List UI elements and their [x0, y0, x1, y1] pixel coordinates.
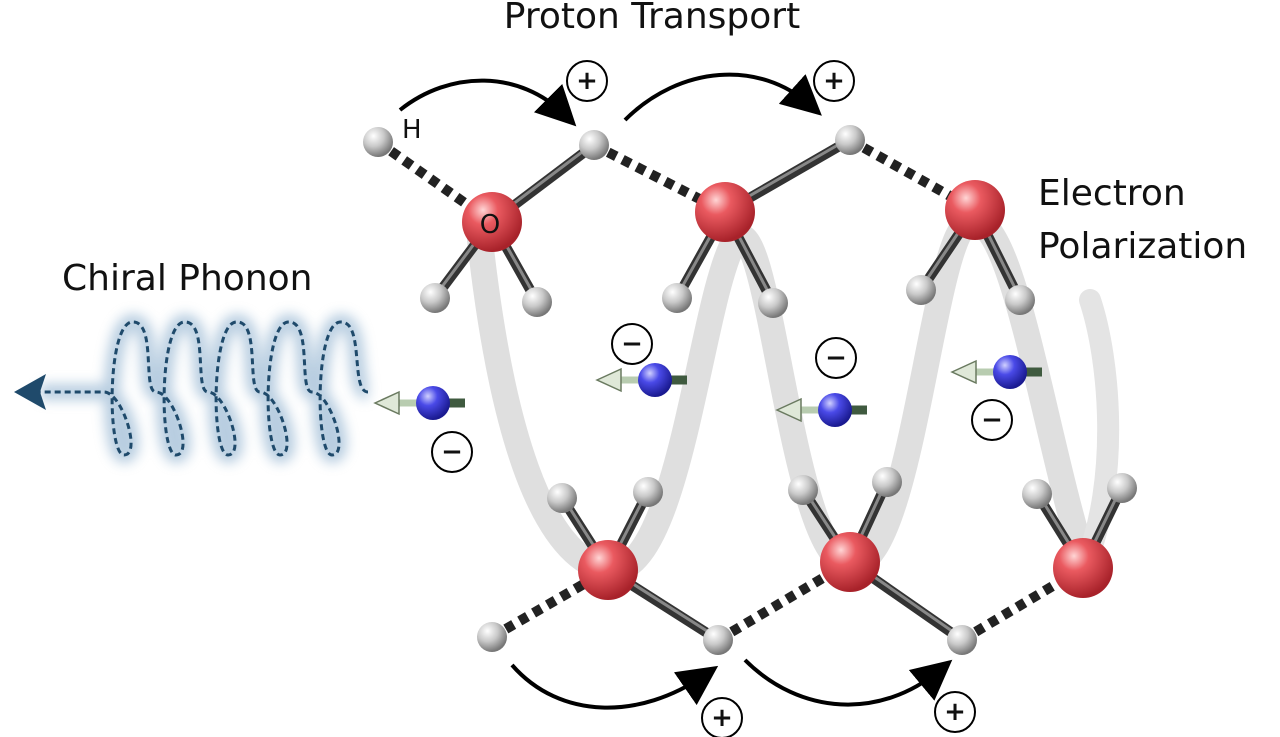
- oxygen-atom: [462, 192, 522, 252]
- plus-charge: +: [823, 66, 845, 96]
- hydrogen-atom: [835, 125, 865, 155]
- charge-signs: + + + + − − − −: [431, 60, 1013, 737]
- minus-charge-circle: [971, 399, 1013, 441]
- label-oxygen: O: [480, 210, 500, 240]
- curved-arrow-icon: [510, 663, 719, 710]
- chiral-phonon-wave: [14, 314, 371, 464]
- electron-spin-arrow-icon: [950, 359, 977, 385]
- proton-hop-arrows: [398, 72, 953, 710]
- minus-charge-circle: [815, 337, 857, 379]
- electron: [818, 393, 852, 427]
- hydrogen-atom: [703, 625, 733, 655]
- plus-charge: +: [711, 703, 733, 733]
- minus-charge-circle: [431, 431, 473, 473]
- curved-arrow-icon: [743, 658, 953, 707]
- minus-charge: −: [621, 329, 643, 359]
- plus-charge-circle: [813, 60, 855, 102]
- hydrogen-atom: [477, 622, 507, 652]
- hydrogen-atom: [579, 130, 609, 160]
- electron: [993, 355, 1027, 389]
- plus-charge-circle: [701, 697, 743, 737]
- hydrogen-atom: [1005, 285, 1035, 315]
- phonon-glow: [40, 314, 371, 464]
- hydrogen-bond: [591, 140, 728, 217]
- hydrogen-atom: [420, 283, 450, 313]
- minus-charge-circle: [611, 323, 653, 365]
- hydrogen-atom: [947, 625, 977, 655]
- hydrogen-atom: [906, 275, 936, 305]
- plus-charge: +: [576, 66, 598, 96]
- plus-charge-circle: [934, 691, 976, 733]
- atoms: O: [363, 125, 1137, 655]
- electron-spin-arrow-icon: [595, 367, 622, 393]
- hydrogen-atom: [1107, 473, 1137, 503]
- hydrogen-atom: [872, 467, 902, 497]
- hydrogen-atom: [547, 483, 577, 513]
- title-proton-transport: Proton Transport: [504, 0, 800, 37]
- oxygen-atom: [945, 180, 1005, 240]
- curved-arrow-icon: [398, 78, 577, 127]
- electron: [638, 363, 672, 397]
- label-hydrogen: H: [402, 115, 422, 145]
- hydrogen-atom: [522, 287, 552, 317]
- hydrogen-atom: [758, 288, 788, 318]
- oxygen-atom: [1053, 538, 1113, 598]
- plus-charge: +: [944, 697, 966, 727]
- phonon-arrow-head: [14, 374, 46, 410]
- minus-charge: −: [825, 343, 847, 373]
- oxygen-atom: [695, 182, 755, 242]
- hydrogen-atom: [363, 127, 393, 157]
- hydrogen-atom: [788, 475, 818, 505]
- plus-charge-circle: [566, 60, 608, 102]
- hydrogen-atom: [662, 283, 692, 313]
- label-polarization: Polarization: [1038, 226, 1247, 267]
- oxygen-atom: [578, 540, 638, 600]
- electron-spin-arrow-icon: [373, 390, 400, 416]
- curved-arrow-icon: [623, 72, 822, 122]
- oxygen-atom: [820, 532, 880, 592]
- hydrogen-atom: [1022, 479, 1052, 509]
- electrons: [373, 355, 1042, 427]
- electron-spin-arrow-icon: [775, 397, 802, 423]
- minus-charge: −: [441, 437, 463, 467]
- label-chiral-phonon: Chiral Phonon: [62, 258, 312, 299]
- hydrogen-atom: [633, 477, 663, 507]
- label-electron: Electron: [1038, 173, 1186, 214]
- hydrogen-bond: [489, 565, 611, 642]
- electron: [416, 386, 450, 420]
- minus-charge: −: [981, 405, 1003, 435]
